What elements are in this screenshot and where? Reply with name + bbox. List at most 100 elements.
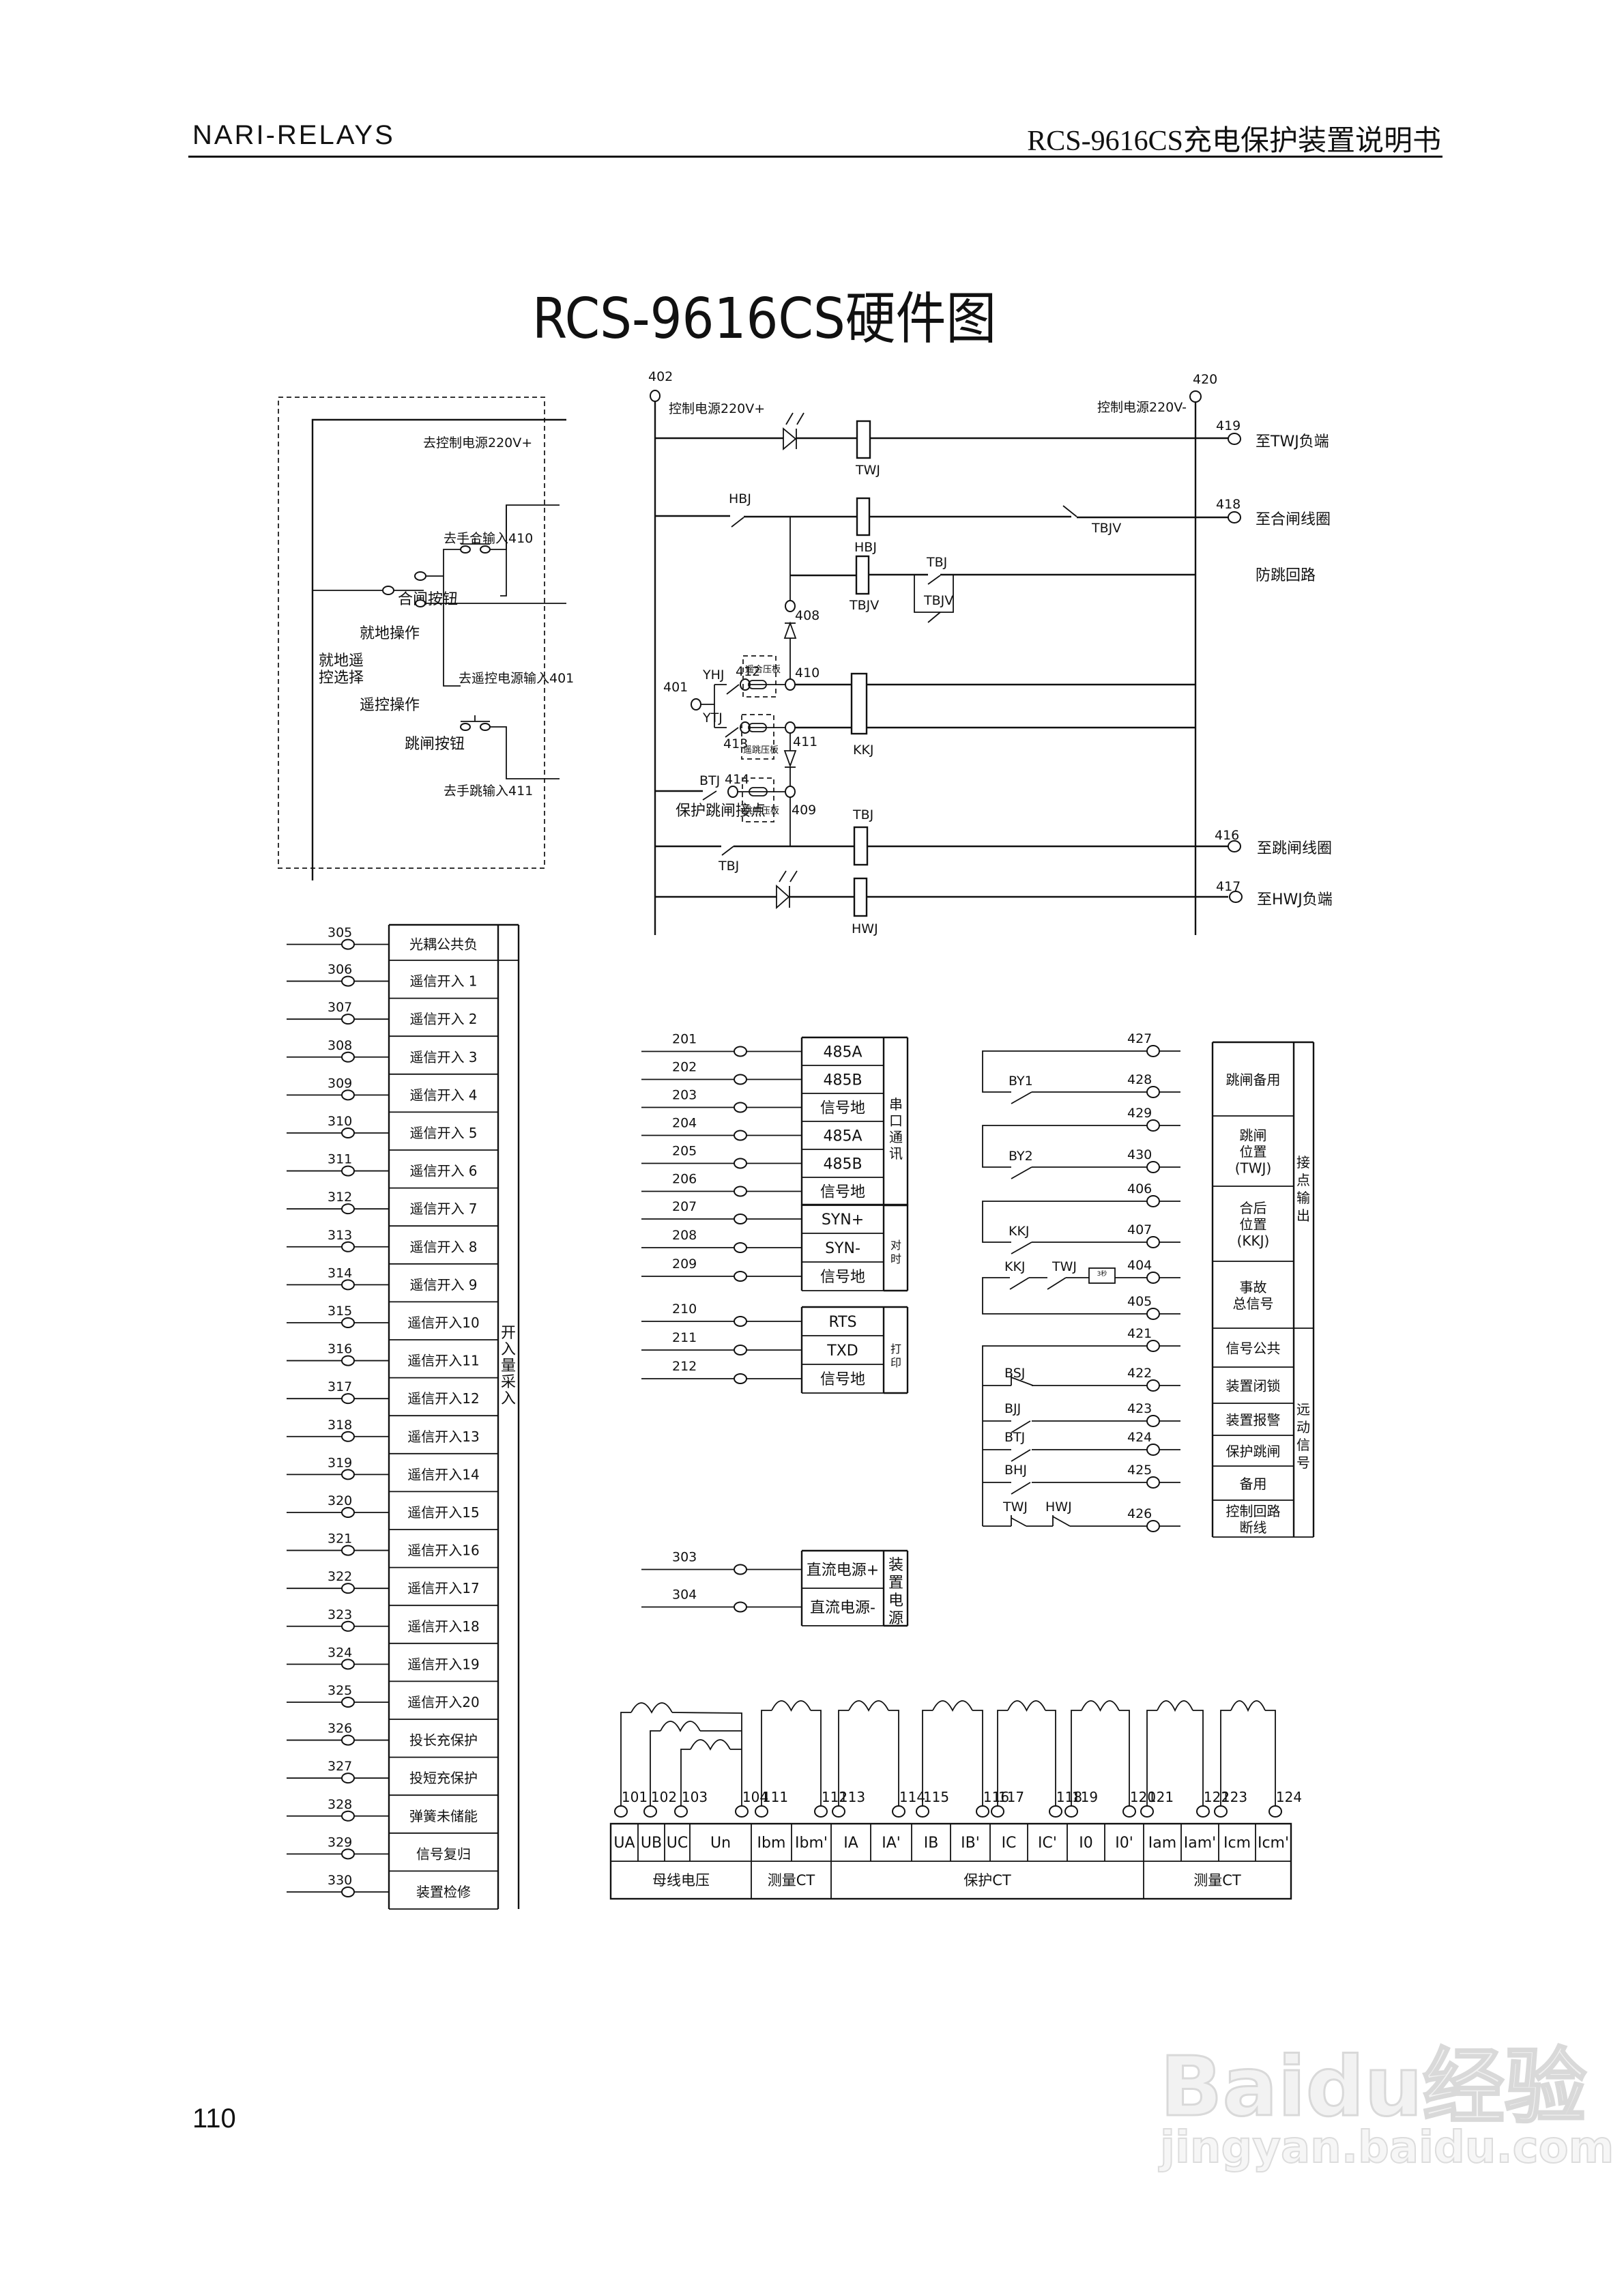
terminal-number: 429	[1127, 1106, 1152, 1121]
channel-label: IA'	[882, 1835, 901, 1852]
terminal-310	[341, 1127, 355, 1138]
terminal-number: 321	[328, 1532, 352, 1547]
input-label: 遥信开入10	[407, 1315, 479, 1331]
group-label: 通	[889, 1129, 903, 1145]
terminal-116	[976, 1805, 989, 1818]
group-label-binary-inputs: 采	[501, 1374, 516, 1391]
terminal-117	[991, 1805, 1004, 1818]
terminal-number: 116	[983, 1789, 1009, 1805]
terminal-114	[892, 1805, 905, 1818]
group-label-binary-inputs: 量	[501, 1358, 516, 1375]
terminal-number: 113	[839, 1789, 865, 1805]
channel-label: Ibm	[757, 1835, 786, 1852]
terminal-308	[341, 1051, 355, 1063]
output-label: 跳闸	[1240, 1128, 1267, 1144]
group-label-analog: 母线电压	[652, 1872, 710, 1889]
terminal-number: 330	[328, 1873, 352, 1888]
remote-op-terminal	[415, 599, 426, 607]
terminal-418: 418	[1216, 497, 1241, 512]
terminal-number: 310	[328, 1114, 352, 1129]
terminal-number: 121	[1148, 1789, 1174, 1805]
channel-label: UA	[613, 1835, 635, 1852]
terminal-402: 402	[648, 369, 673, 384]
terminal-number: 307	[328, 1000, 352, 1015]
output-label: 合后	[1240, 1200, 1267, 1216]
terminal-number: 430	[1127, 1147, 1152, 1162]
group-label-telecontrol: 号	[1296, 1454, 1310, 1471]
svg-text:409: 409	[792, 803, 816, 818]
port-label: 485A	[823, 1044, 862, 1061]
terminal-number: 204	[672, 1116, 697, 1131]
group-label-analog: 测量CT	[768, 1872, 815, 1889]
terminal-411	[785, 721, 796, 734]
terminal-314	[341, 1279, 355, 1291]
terminal-number: 328	[328, 1797, 352, 1812]
svg-text:KKJ: KKJ	[853, 743, 874, 758]
contact-bsj: BSJ	[1004, 1366, 1025, 1381]
terminal-number: 329	[328, 1835, 352, 1850]
group-label: 时	[890, 1252, 901, 1265]
relay-tbj	[853, 826, 869, 866]
output-label: 事故	[1240, 1279, 1267, 1295]
terminal-427	[1146, 1045, 1160, 1057]
terminal-318	[341, 1431, 355, 1442]
terminal-102	[643, 1805, 657, 1818]
channel-label: Ibm'	[795, 1835, 828, 1852]
terminal-429	[1146, 1119, 1160, 1132]
channel-label: Un	[710, 1835, 731, 1852]
port-label: 485B	[823, 1072, 862, 1089]
contact-tbjv: TBJV	[1091, 521, 1121, 536]
label-trip-button: 跳闸按钮	[405, 736, 465, 753]
svg-text:跳闸压板: 跳闸压板	[744, 806, 779, 816]
terminal-number: 428	[1127, 1072, 1152, 1087]
label-plus-bus: 控制电源220V+	[669, 401, 765, 416]
terminal-number: 208	[672, 1228, 697, 1243]
terminal-number: 211	[672, 1330, 697, 1345]
svg-text:遥合压板: 遥合压板	[745, 665, 781, 675]
svg-text:TBJ: TBJ	[852, 807, 873, 822]
contact-bjj: BJJ	[1004, 1401, 1021, 1416]
port-label: SYN-	[825, 1240, 860, 1257]
terminal-416: 416	[1215, 828, 1239, 843]
terminal-number: 422	[1127, 1366, 1152, 1381]
label-remote-operation: 遥控操作	[360, 697, 420, 714]
input-label: 遥信开入13	[407, 1429, 479, 1445]
terminal-number: 117	[998, 1789, 1024, 1805]
header-rule	[188, 156, 1442, 158]
input-label: 遥信开入 2	[409, 1011, 477, 1027]
control-circuit: 402 控制电源220V+ 420 控制电源220V- TWJ 419 至TWJ…	[648, 369, 1333, 936]
terminal-321	[341, 1545, 355, 1556]
input-label: 遥信开入16	[407, 1542, 479, 1559]
terminal-201	[734, 1046, 747, 1057]
terminal-316	[341, 1355, 355, 1366]
svg-text:TBJV: TBJV	[849, 598, 879, 613]
terminal-304	[734, 1601, 747, 1613]
svg-text:3秒: 3秒	[1097, 1269, 1107, 1278]
output-label: 跳闸备用	[1226, 1072, 1281, 1088]
group-label-telecontrol: 远	[1296, 1401, 1310, 1418]
output-label: 断线	[1240, 1519, 1267, 1536]
output-label: 信号公共	[1226, 1340, 1281, 1357]
output-label: 保护跳闸	[1226, 1444, 1281, 1460]
terminal-425	[1146, 1476, 1160, 1489]
terminal-317	[341, 1393, 355, 1405]
winding-icon	[660, 1721, 701, 1732]
terminal-number: 112	[822, 1789, 847, 1805]
terminal-number: 303	[672, 1550, 697, 1565]
group-label-binary-inputs: 入	[501, 1390, 516, 1407]
relay-kkj	[850, 672, 868, 735]
contact-by1: BY1	[1009, 1074, 1033, 1089]
group-label: 装	[888, 1557, 903, 1574]
terminal-number: 124	[1276, 1789, 1302, 1805]
contact-kkj: KKJ	[1009, 1224, 1030, 1239]
contact-tbj: TBJ	[926, 555, 947, 570]
contact-tbjv-2: TBJV	[923, 593, 953, 608]
terminal-319	[341, 1469, 355, 1480]
label-to-close-coil: 至合闸线圈	[1256, 511, 1331, 528]
terminal-424	[1146, 1444, 1160, 1456]
input-label: 遥信开入18	[407, 1618, 479, 1635]
channel-label: Icm'	[1258, 1835, 1289, 1852]
terminal-number: 305	[328, 925, 352, 941]
channel-label: IC	[1002, 1835, 1017, 1852]
